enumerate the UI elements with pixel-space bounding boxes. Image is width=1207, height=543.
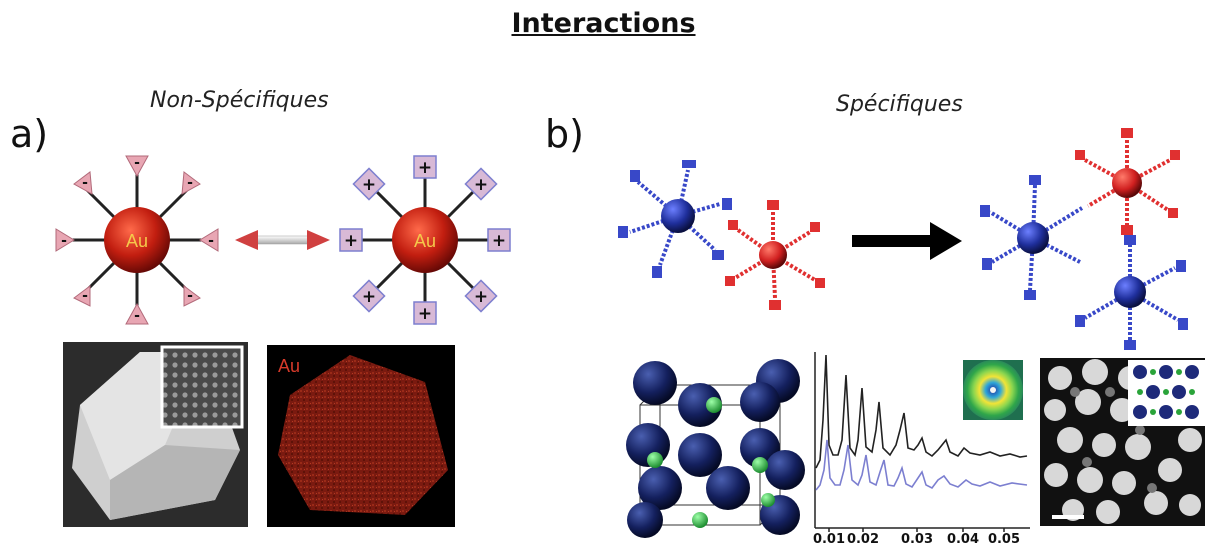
- x-tick-label: 0.03: [901, 532, 933, 543]
- neg-sign: -: [187, 288, 193, 304]
- reaction-arrow-icon: [852, 222, 962, 260]
- red-dna-particle: [725, 200, 825, 310]
- neg-sign: -: [61, 233, 67, 249]
- pos-sign: +: [418, 304, 432, 324]
- au-particle-positive: + + + + + + + + Au: [339, 155, 511, 325]
- panel-label-a: a): [10, 112, 49, 156]
- blue-dna-particle: [618, 160, 732, 278]
- crystal-lattice-image: [626, 359, 805, 538]
- assembled-particles: [980, 128, 1188, 350]
- sem-image: [63, 342, 248, 527]
- pos-sign: +: [418, 158, 432, 178]
- x-tick-label: 0.01: [813, 532, 845, 543]
- neg-sign: -: [134, 155, 140, 171]
- pos-sign: +: [344, 231, 358, 251]
- au-label: Au: [126, 231, 148, 251]
- au-particle-negative: - - - - - - - - Au: [55, 155, 219, 325]
- neg-sign: -: [82, 288, 88, 304]
- tem-image: [1040, 358, 1205, 526]
- pos-sign: +: [362, 175, 376, 195]
- page-title: Interactions: [511, 8, 696, 39]
- pos-sign: +: [474, 175, 488, 195]
- edx-map-image: Au: [267, 345, 455, 527]
- x-tick-label: 0.02: [847, 532, 879, 543]
- subtitle-specific: Spécifiques: [836, 92, 963, 117]
- pos-sign: +: [474, 287, 488, 307]
- au-label: Au: [414, 231, 436, 251]
- panel-label-b: b): [545, 112, 584, 156]
- neg-sign: -: [187, 175, 193, 191]
- pos-sign: +: [362, 287, 376, 307]
- neg-sign: -: [82, 175, 88, 191]
- map-au-label: Au: [278, 356, 300, 376]
- saxs-plot: 0.01 0.02 0.03 0.04 0.05: [813, 352, 1030, 543]
- neg-sign: -: [208, 233, 214, 249]
- pos-sign: +: [492, 231, 506, 251]
- subtitle-non-specific: Non-Spécifiques: [150, 88, 329, 113]
- neg-sign: -: [134, 308, 140, 324]
- double-arrow-icon: [235, 230, 330, 250]
- x-tick-label: 0.05: [988, 532, 1020, 543]
- x-tick-label: 0.04: [947, 532, 979, 543]
